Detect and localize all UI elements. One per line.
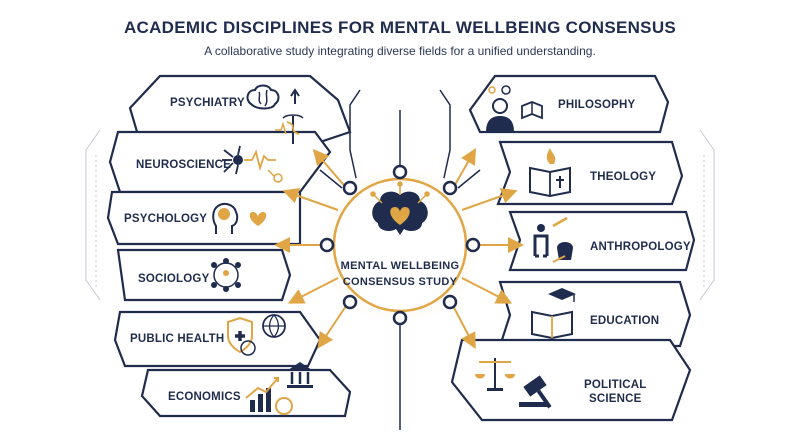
panel-sociology xyxy=(116,248,292,302)
shield-globe-icon xyxy=(227,314,286,356)
thinker-book-icon xyxy=(486,85,543,132)
discipline-label-anthropology: ANTHROPOLOGY xyxy=(590,241,691,253)
discipline-label-political-line2: SCIENCE xyxy=(588,393,642,405)
discipline-label-philosophy: PHILOSOPHY xyxy=(558,99,636,111)
discipline-label-public-health: PUBLIC HEALTH xyxy=(130,333,225,345)
panel-theology xyxy=(496,140,684,206)
panel-political-science xyxy=(450,338,692,422)
page-subtitle: A collaborative study integrating divers… xyxy=(204,44,596,58)
bank-chart-icon xyxy=(245,362,313,415)
center-label-line2: CONSENSUS STUDY xyxy=(342,276,458,288)
discipline-label-sociology: SOCIOLOGY xyxy=(138,273,210,285)
right-panels xyxy=(450,74,696,422)
discipline-label-psychology: PSYCHOLOGY xyxy=(124,213,208,225)
connector-nodes xyxy=(319,164,481,326)
frame-lines xyxy=(85,129,715,301)
discipline-label-education: EDUCATION xyxy=(590,315,660,327)
page-title: ACADEMIC DISCIPLINES FOR MENTAL WELLBEIN… xyxy=(123,18,677,37)
panel-education xyxy=(498,280,692,348)
brain-caduceus-icon xyxy=(246,84,304,144)
left-panels xyxy=(106,74,352,418)
head-heart-icon xyxy=(212,203,267,234)
scales-gavel-icon xyxy=(475,358,552,409)
discipline-label-political-science: POLITICAL SCIENCE xyxy=(584,378,647,406)
panel-philosophy xyxy=(468,74,670,134)
discipline-label-theology: THEOLOGY xyxy=(590,171,657,183)
neuron-icon xyxy=(222,145,283,183)
discipline-label-political-line1: POLITICAL xyxy=(584,379,647,391)
brain-heart-icon xyxy=(370,181,430,235)
center-label: MENTAL WELLBEING CONSENSUS STUDY xyxy=(300,258,500,290)
bible-flame-icon xyxy=(529,148,571,198)
graduation-book-icon xyxy=(531,288,576,340)
discipline-label-psychiatry: PSYCHIATRY xyxy=(170,97,245,109)
panel-economics xyxy=(140,368,352,418)
center-label-line1: MENTAL WELLBEING xyxy=(340,260,460,272)
discipline-label-neuroscience: NEUROSCIENCE xyxy=(136,159,232,171)
person-pottery-icon xyxy=(533,216,573,263)
panel-psychology xyxy=(106,190,302,246)
discipline-label-economics: ECONOMICS xyxy=(168,391,241,403)
network-people-icon xyxy=(211,258,241,292)
